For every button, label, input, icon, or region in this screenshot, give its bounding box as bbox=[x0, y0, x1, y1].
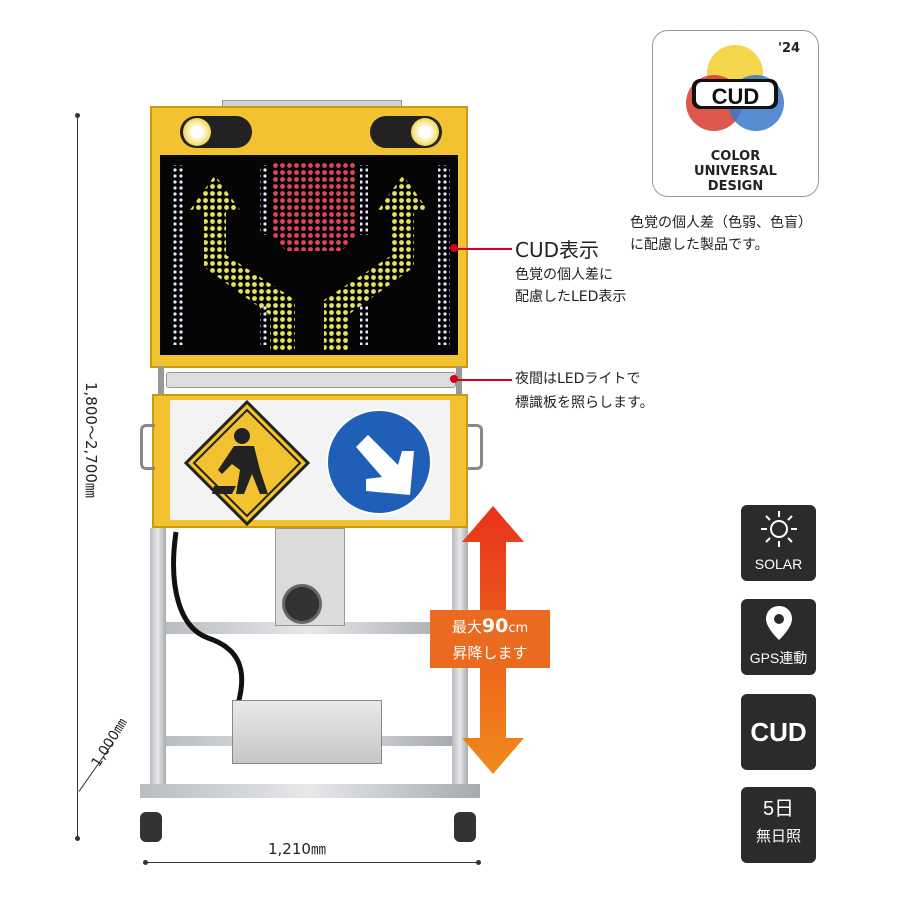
winch bbox=[282, 584, 322, 624]
depth-label: 1,000㎜ bbox=[88, 715, 131, 771]
badge-gps: GPS連動 bbox=[741, 599, 816, 675]
cud-year: '24 bbox=[778, 41, 801, 56]
lift-line2: 昇降します bbox=[452, 644, 528, 662]
cud-logo: '24 CUD COLOR UNIVERSAL DESIGN bbox=[652, 30, 819, 197]
keep-right-sign bbox=[326, 409, 432, 515]
power-cable bbox=[171, 531, 245, 705]
cud-color-circles-icon bbox=[686, 45, 784, 131]
led-light-bar bbox=[166, 372, 456, 388]
badge-gps-label: GPS連動 bbox=[749, 650, 808, 666]
cud-note-2: に配慮した製品です。 bbox=[630, 237, 769, 253]
cud-callout-line bbox=[456, 248, 512, 250]
cud-caption-3: DESIGN bbox=[707, 179, 764, 194]
badge-days-line2: 無日照 bbox=[755, 828, 801, 845]
stand-leg-left bbox=[150, 528, 166, 796]
warning-lamp-left bbox=[180, 116, 252, 148]
lift-value: 90 bbox=[481, 615, 509, 637]
lift-prefix: 最大 bbox=[451, 618, 482, 636]
light-callout-line bbox=[456, 379, 512, 381]
badge-cud: CUD bbox=[741, 694, 816, 770]
light-callout-2: 標識板を照らします。 bbox=[515, 395, 654, 411]
sun-icon bbox=[760, 511, 797, 547]
cud-caption-1: COLOR bbox=[710, 149, 761, 164]
warning-lamp-right bbox=[370, 116, 442, 148]
badge-days-line1: 5日 bbox=[762, 798, 795, 820]
map-pin-icon bbox=[765, 606, 792, 640]
cud-callout-desc-2: 配慮したLED表示 bbox=[515, 289, 627, 305]
cud-callout-dot bbox=[450, 244, 458, 252]
cud-callout-desc-1: 色覚の個人差に bbox=[515, 267, 613, 283]
construction-sign bbox=[184, 400, 310, 526]
battery-box bbox=[232, 700, 382, 764]
width-label: 1,210㎜ bbox=[268, 840, 326, 858]
cud-note-1: 色覚の個人差（色弱、色盲） bbox=[630, 215, 812, 231]
badge-solar-label: SOLAR bbox=[754, 556, 803, 572]
led-pattern bbox=[172, 163, 450, 350]
light-callout-1: 夜間はLEDライトで bbox=[515, 371, 641, 387]
lift-unit: cm bbox=[508, 621, 529, 636]
height-label: 1,800〜2,700㎜ bbox=[82, 382, 100, 498]
cud-mark: CUD bbox=[711, 84, 760, 109]
badge-cud-label: CUD bbox=[750, 717, 807, 747]
caster-right bbox=[454, 812, 476, 842]
cud-caption-2: UNIVERSAL bbox=[694, 164, 777, 179]
badge-no-sunlight: 5日 無日照 bbox=[741, 787, 816, 863]
led-screen bbox=[160, 155, 458, 355]
light-callout-dot bbox=[450, 375, 458, 383]
lift-label: 最大90cm 昇降します bbox=[430, 610, 550, 668]
cud-callout-title: CUD表示 bbox=[515, 238, 600, 262]
badge-solar: SOLAR bbox=[741, 505, 816, 581]
caster-left bbox=[140, 812, 162, 842]
